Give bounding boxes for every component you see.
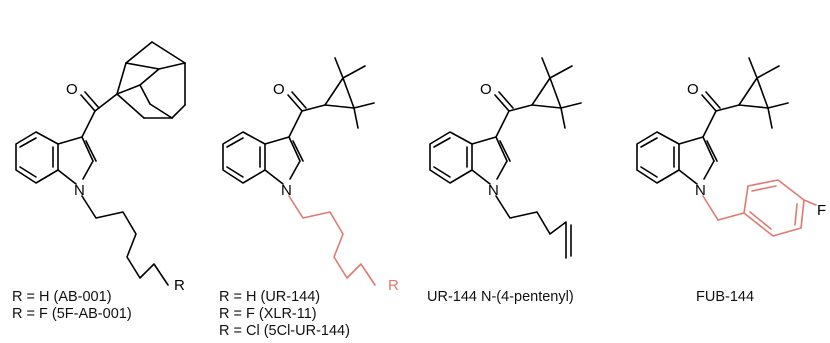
r-group-label: R — [388, 277, 399, 294]
caption-line: UR-144 N-(4-pentenyl) — [427, 289, 574, 305]
molecule-fub-144: N O F — [636, 57, 826, 237]
adamantyl-cage — [94, 41, 186, 119]
nitrogen-label: N — [488, 182, 499, 199]
indole-core — [636, 131, 718, 185]
caption-ur-144-pentenyl: UR-144 N-(4-pentenyl) — [427, 289, 574, 305]
oxygen-label: O — [273, 81, 285, 98]
nitrogen-label: N — [74, 182, 85, 199]
pentenyl-chain — [495, 195, 567, 259]
nitrogen-label: N — [281, 182, 292, 199]
indole-core — [222, 131, 304, 185]
caption-line: R = H (UR-144) — [219, 289, 320, 305]
tetramethylcyclopropyl — [508, 57, 582, 129]
pentyl-chain-highlighted — [288, 195, 376, 286]
tetramethylcyclopropyl — [301, 57, 375, 129]
caption-line: R = H (AB-001) — [12, 289, 112, 305]
r-group-label: R — [174, 277, 185, 294]
molecule-ab-001: N O R — [15, 41, 186, 294]
molecule-ur-144-pentenyl: N O — [429, 57, 582, 259]
caption-line: R = Cl (5Cl-UR-144) — [219, 323, 350, 339]
caption-ab-001: R = H (AB-001) R = F (5F-AB-001) — [12, 289, 132, 322]
caption-line: R = F (5F-AB-001) — [12, 306, 132, 322]
caption-ur-144: R = H (UR-144) R = F (XLR-11) R = Cl (5C… — [219, 289, 350, 339]
tetramethylcyclopropyl — [715, 57, 789, 129]
molecule-ur-144: N O R — [222, 57, 399, 294]
oxygen-label: O — [480, 81, 492, 98]
oxygen-label: O — [687, 81, 699, 98]
caption-line: FUB-144 — [696, 289, 754, 305]
nitrogen-label: N — [695, 182, 706, 199]
caption-fub-144: FUB-144 — [696, 289, 754, 305]
fluorine-label: F — [817, 202, 826, 219]
fluorobenzyl-highlighted — [702, 179, 817, 237]
pentyl-chain — [81, 195, 169, 286]
oxygen-label: O — [66, 81, 78, 98]
indole-core — [429, 131, 511, 185]
indole-core — [15, 131, 97, 185]
caption-line: R = F (XLR-11) — [219, 306, 317, 322]
